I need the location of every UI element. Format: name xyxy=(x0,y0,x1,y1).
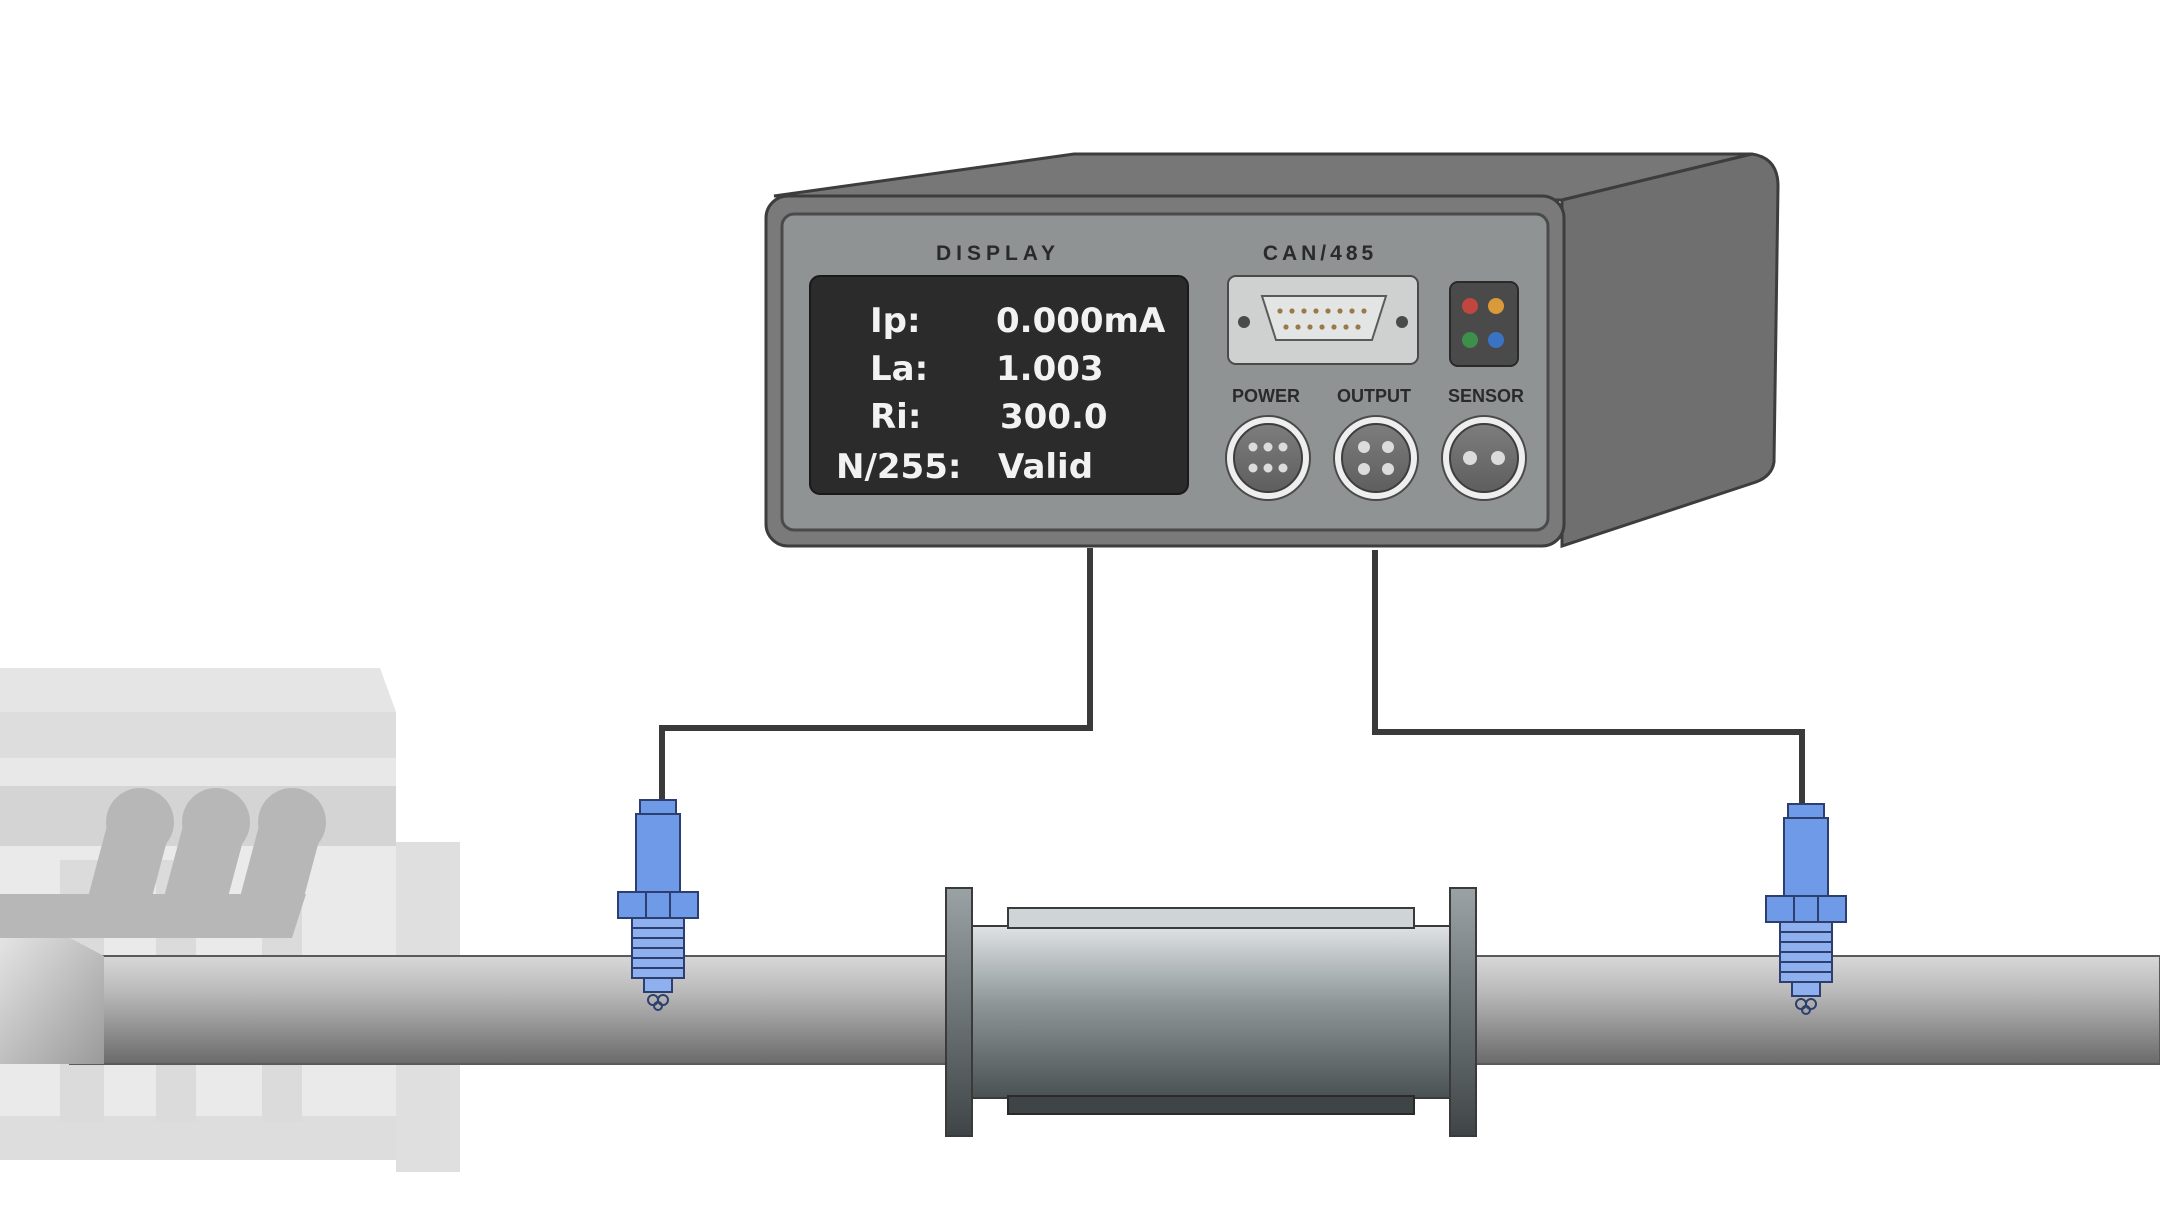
screen-value-ip: 0.000mA xyxy=(996,301,1166,341)
catalytic-converter xyxy=(945,887,1477,1137)
output-label: OUTPUT xyxy=(1337,386,1411,406)
exhaust-manifold xyxy=(0,788,326,938)
screen-key-ip: Ip: xyxy=(870,301,921,341)
screen-value-ri: 300.0 xyxy=(1000,397,1108,437)
screen-value-n255: Valid xyxy=(998,447,1093,487)
power-label: POWER xyxy=(1232,386,1300,406)
can485-label: CAN/485 xyxy=(1263,242,1377,265)
output-connector-icon xyxy=(1333,415,1419,501)
downstream-oxygen-sensor xyxy=(1765,803,1847,1015)
power-connector-icon xyxy=(1225,415,1311,501)
sensor-connector-icon xyxy=(1441,415,1527,501)
controller-unit: DISPLAY CAN/485 POWER OUTPUT SENSOR Ip: … xyxy=(764,152,1780,549)
screen-key-ri: Ri: xyxy=(870,397,921,437)
status-led-icon xyxy=(1449,281,1519,367)
screen-key-n255: N/255: xyxy=(836,447,961,487)
lcd-screen xyxy=(809,275,1189,495)
upstream-sensor-cable xyxy=(659,548,1093,804)
sensor-cables xyxy=(659,548,1805,808)
controller-side-face xyxy=(1560,152,1780,549)
engine-block xyxy=(0,668,460,1172)
screen-value-la: 1.003 xyxy=(996,349,1104,389)
db15-connector-icon xyxy=(1227,275,1419,365)
downstream-sensor-cable xyxy=(1372,550,1805,808)
display-label: DISPLAY xyxy=(936,242,1060,265)
upstream-oxygen-sensor xyxy=(617,799,699,1011)
sensor-label: SENSOR xyxy=(1448,386,1524,406)
screen-key-la: La: xyxy=(870,349,928,389)
